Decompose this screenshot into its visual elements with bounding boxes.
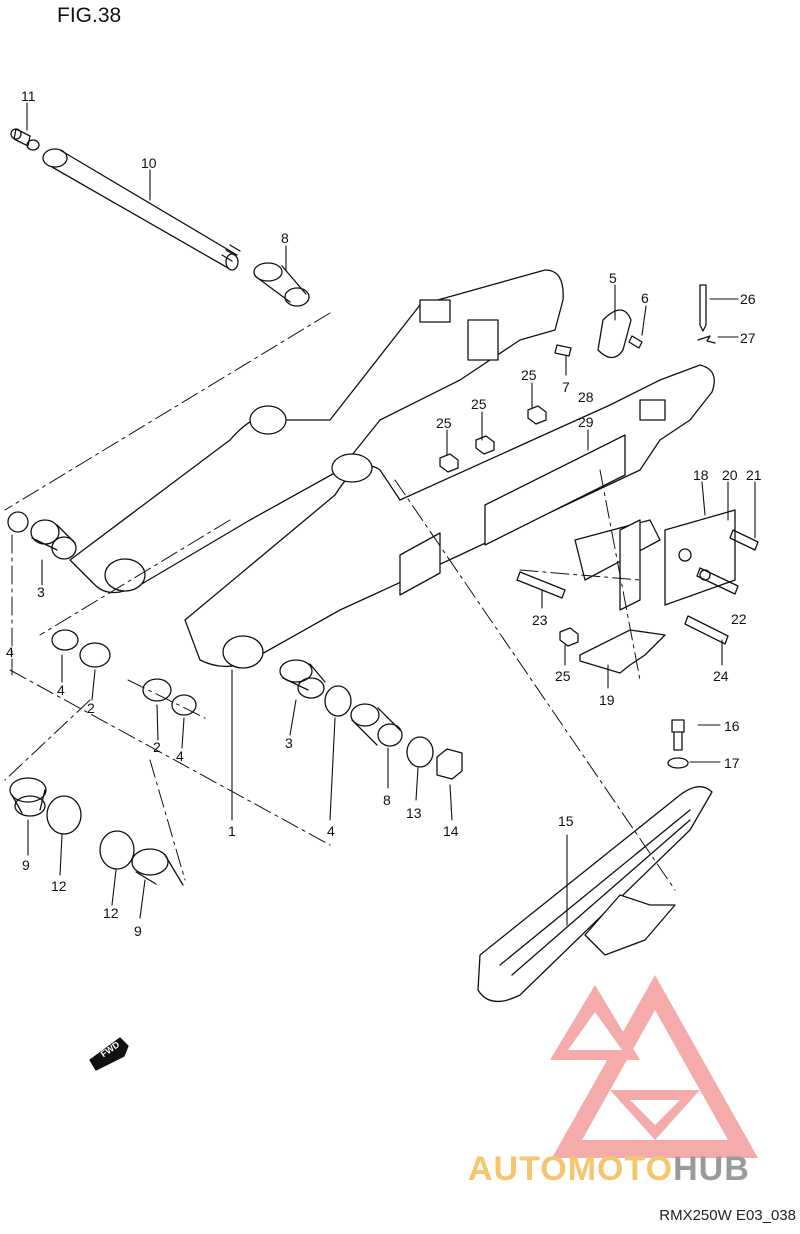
callout: 25: [555, 668, 571, 684]
callout: 6: [641, 290, 649, 306]
logo-part-a: AUTO: [468, 1150, 568, 1188]
callout: 4: [6, 644, 14, 660]
callout: 25: [436, 415, 452, 431]
callout: 4: [176, 748, 184, 764]
bearing-3a: [30, 519, 77, 560]
callout: 27: [740, 330, 756, 346]
bolt-23: [516, 571, 566, 599]
collar-top: [253, 262, 310, 307]
washer-17: [667, 757, 689, 769]
callout: 3: [37, 584, 45, 600]
collar-9a: [9, 777, 47, 817]
nut-14: [436, 748, 463, 780]
callout: 7: [562, 379, 570, 395]
spacer-2a: [79, 642, 111, 668]
callout: 22: [731, 611, 747, 627]
nut-25b: [475, 435, 495, 455]
callout: 25: [521, 367, 537, 383]
swing-arm: [69, 269, 715, 669]
callout: 17: [724, 755, 740, 771]
nut-25a: [439, 453, 459, 473]
washer-13: [406, 736, 434, 768]
diagram-code: RMX250W E03_038: [659, 1207, 796, 1224]
callout: 25: [471, 396, 487, 412]
bolt-21: [729, 529, 759, 551]
callout: 5: [609, 270, 617, 286]
logo-part-b: MOTO: [567, 1150, 674, 1188]
nut-25d: [559, 627, 579, 647]
nut-25c: [527, 405, 547, 425]
callout: 10: [141, 155, 157, 171]
callout: 4: [327, 823, 335, 839]
chain-guide: [477, 786, 713, 1002]
seal-4a: [7, 511, 29, 533]
bolt-16: [671, 719, 685, 751]
bolt-22: [696, 567, 739, 595]
callout: 20: [722, 467, 738, 483]
callout: 1: [228, 823, 236, 839]
logo-triangle: [550, 975, 758, 1158]
washer-12b: [99, 830, 135, 870]
callout: 24: [713, 668, 729, 684]
callout: 16: [724, 718, 740, 734]
seal-4d: [324, 685, 352, 717]
callout: 23: [532, 612, 548, 628]
callout: 9: [22, 857, 30, 873]
logo-part-c: HUB: [673, 1150, 750, 1188]
bolt-7: [554, 344, 572, 357]
callout: 28: [578, 389, 594, 405]
protector: [579, 629, 666, 674]
collar-8b: [350, 703, 403, 747]
callout: 19: [599, 692, 615, 708]
callout: 8: [383, 792, 391, 808]
callout: 9: [134, 923, 142, 939]
callout: 2: [153, 739, 161, 755]
callout: 12: [103, 905, 119, 921]
callout: 12: [51, 878, 67, 894]
washer-12a: [46, 795, 82, 835]
pin: [699, 284, 707, 332]
callout: 8: [281, 230, 289, 246]
callout: 21: [746, 467, 762, 483]
callout: 2: [87, 700, 95, 716]
pivot-shaft: [42, 148, 241, 271]
seal-4b: [51, 629, 79, 651]
figure-title: FIG.38: [57, 4, 122, 27]
fwd-arrow: [89, 1037, 129, 1071]
cap-nut: [10, 128, 40, 151]
bolt-24: [684, 615, 729, 645]
reference-lines: [4, 312, 676, 891]
seal-4c: [171, 694, 197, 716]
callout: 18: [693, 467, 709, 483]
callout: 29: [578, 414, 594, 430]
collar-9b: [131, 848, 184, 886]
logo-wordmark: AUTOMOTOHUB: [468, 1150, 750, 1189]
callout-labels: 11 10 8 5 6 26 27 7 25 25 25 28 29 18 20…: [6, 88, 762, 939]
callout: 13: [406, 805, 422, 821]
callout: 11: [21, 88, 36, 104]
callout: 3: [285, 735, 293, 751]
leader-lines: [26, 102, 756, 926]
chain-guide-bracket: [574, 509, 736, 611]
callout: 15: [558, 813, 574, 829]
callout: 26: [740, 291, 756, 307]
callout: 4: [57, 682, 65, 698]
clip: [697, 335, 716, 344]
callout: 14: [443, 823, 459, 839]
spacer-2b: [142, 678, 172, 702]
bolt-6: [628, 335, 643, 349]
bearing-3b: [279, 659, 326, 699]
